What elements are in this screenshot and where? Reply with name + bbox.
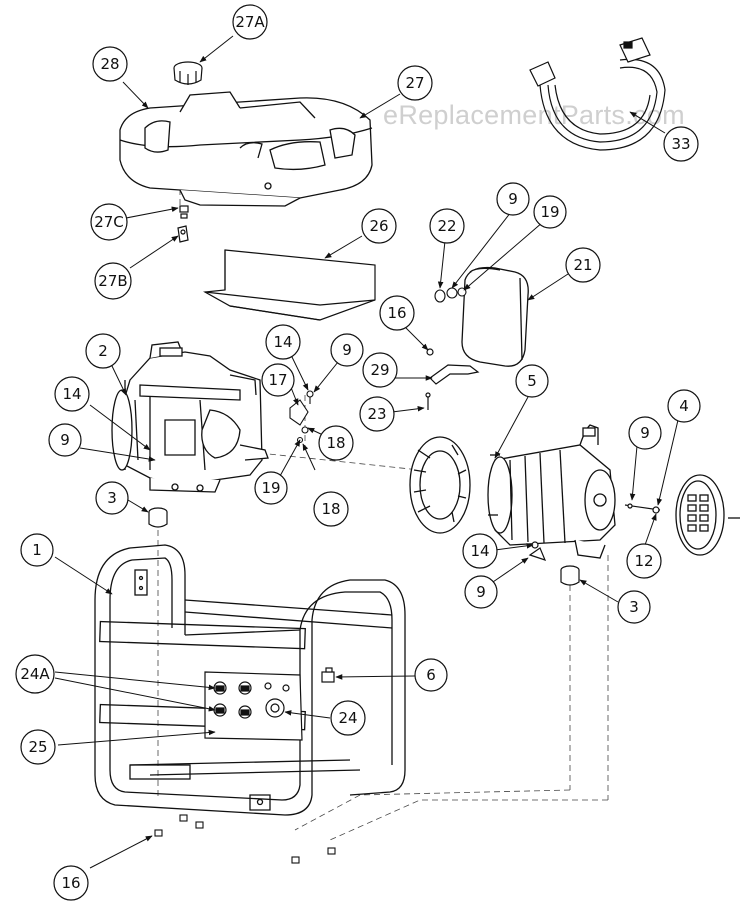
callout-29[interactable]: 29 <box>362 352 398 388</box>
muffler-gasket-part <box>434 287 467 303</box>
callout-label: 14 <box>62 385 81 403</box>
callout-label: 28 <box>100 55 119 73</box>
callout-label: 12 <box>634 552 653 570</box>
callout-9[interactable]: 9 <box>628 416 662 450</box>
callout-18[interactable]: 18 <box>313 491 349 527</box>
callout-label: 26 <box>369 217 388 235</box>
callout-19[interactable]: 19 <box>254 471 288 505</box>
callout-label: 19 <box>540 203 559 221</box>
callout-16[interactable]: 16 <box>379 295 415 331</box>
callout-27[interactable]: 27 <box>397 65 433 101</box>
callout-label: 23 <box>367 405 386 423</box>
callout-label: 21 <box>573 256 592 274</box>
through-bolt-part <box>624 503 661 514</box>
callout-1[interactable]: 1 <box>20 533 54 567</box>
callout-25[interactable]: 25 <box>20 729 56 765</box>
callout-26[interactable]: 26 <box>361 208 397 244</box>
callout-label: 27B <box>98 272 127 290</box>
callout-19[interactable]: 19 <box>533 195 567 229</box>
engine-part <box>111 341 269 493</box>
callout-17[interactable]: 17 <box>261 363 295 397</box>
callout-24[interactable]: 24 <box>330 700 366 736</box>
callout-label: 27A <box>235 13 265 31</box>
callout-9[interactable]: 9 <box>48 423 82 457</box>
callout-18[interactable]: 18 <box>318 425 354 461</box>
callout-label: 3 <box>107 489 117 507</box>
muffler-part <box>461 266 529 367</box>
bolt-part <box>289 390 314 444</box>
callout-3[interactable]: 3 <box>617 590 651 624</box>
callout-6[interactable]: 6 <box>414 658 448 692</box>
outlet-cover-part <box>321 667 335 683</box>
callout-24a[interactable]: 24A <box>15 654 55 694</box>
callout-label: 25 <box>28 738 47 756</box>
end-cover-part <box>675 474 740 556</box>
callout-label: 33 <box>671 135 690 153</box>
callout-label: 9 <box>476 583 486 601</box>
callout-label: 9 <box>60 431 70 449</box>
callout-label: 9 <box>508 190 518 208</box>
callout-label: 16 <box>387 304 406 322</box>
power-cord-part <box>529 37 666 151</box>
leader-lines <box>54 35 679 869</box>
callout-label: 27C <box>94 213 124 231</box>
muffler-bracket-part <box>425 348 480 410</box>
fuel-cap-part <box>173 61 203 85</box>
callout-label: 3 <box>629 598 639 616</box>
callout-label: 14 <box>273 333 292 351</box>
callout-label: 27 <box>405 74 424 92</box>
callout-5[interactable]: 5 <box>515 364 549 398</box>
frame-part <box>94 544 406 816</box>
callout-14[interactable]: 14 <box>54 376 90 412</box>
callout-label: 16 <box>61 874 80 892</box>
callout-label: 19 <box>261 479 280 497</box>
callout-label: 18 <box>321 500 340 518</box>
callout-label: 5 <box>527 372 537 390</box>
callout-label: 24 <box>338 709 357 727</box>
fuel-tank-part <box>119 91 373 207</box>
callout-label: 9 <box>640 424 650 442</box>
callout-label: 9 <box>342 341 352 359</box>
callout-label: 14 <box>470 542 489 560</box>
callout-label: 6 <box>426 666 436 684</box>
callout-9[interactable]: 9 <box>496 182 530 216</box>
alternator-fan-part <box>409 436 471 534</box>
heat-shield-part <box>203 249 376 321</box>
rubber-mount-part <box>528 541 580 586</box>
callout-16[interactable]: 16 <box>53 865 89 901</box>
callout-14[interactable]: 14 <box>462 533 498 569</box>
alternator-part <box>487 424 616 559</box>
callouts: 27A 28 27 33 27C 27B 26 22 9 19 21 16 2 … <box>15 4 701 901</box>
callout-label: 24A <box>20 665 50 683</box>
callout-label: 29 <box>370 361 389 379</box>
callout-21[interactable]: 21 <box>565 247 601 283</box>
rubber-mount-part <box>148 507 168 528</box>
callout-33[interactable]: 33 <box>663 126 699 162</box>
callout-label: 2 <box>98 342 108 360</box>
callout-27c[interactable]: 27C <box>90 203 128 241</box>
callout-4[interactable]: 4 <box>667 389 701 423</box>
callout-27b[interactable]: 27B <box>94 262 132 300</box>
callout-label: 1 <box>32 541 42 559</box>
tank-fitting-part <box>177 205 189 243</box>
screw-part <box>154 814 336 864</box>
callout-12[interactable]: 12 <box>626 543 662 579</box>
callout-14[interactable]: 14 <box>265 324 301 360</box>
callout-label: 22 <box>437 217 456 235</box>
callout-9[interactable]: 9 <box>464 575 498 609</box>
callout-22[interactable]: 22 <box>429 208 465 244</box>
callout-label: 4 <box>679 397 689 415</box>
callout-label: 17 <box>268 371 287 389</box>
control-panel-part <box>204 671 303 741</box>
callout-23[interactable]: 23 <box>359 396 395 432</box>
callout-28[interactable]: 28 <box>92 46 128 82</box>
callout-27a[interactable]: 27A <box>232 4 268 40</box>
callout-2[interactable]: 2 <box>85 333 121 369</box>
callout-3[interactable]: 3 <box>95 481 129 515</box>
alignment-lines <box>157 160 609 841</box>
callout-label: 18 <box>326 434 345 452</box>
callout-9[interactable]: 9 <box>330 333 364 367</box>
